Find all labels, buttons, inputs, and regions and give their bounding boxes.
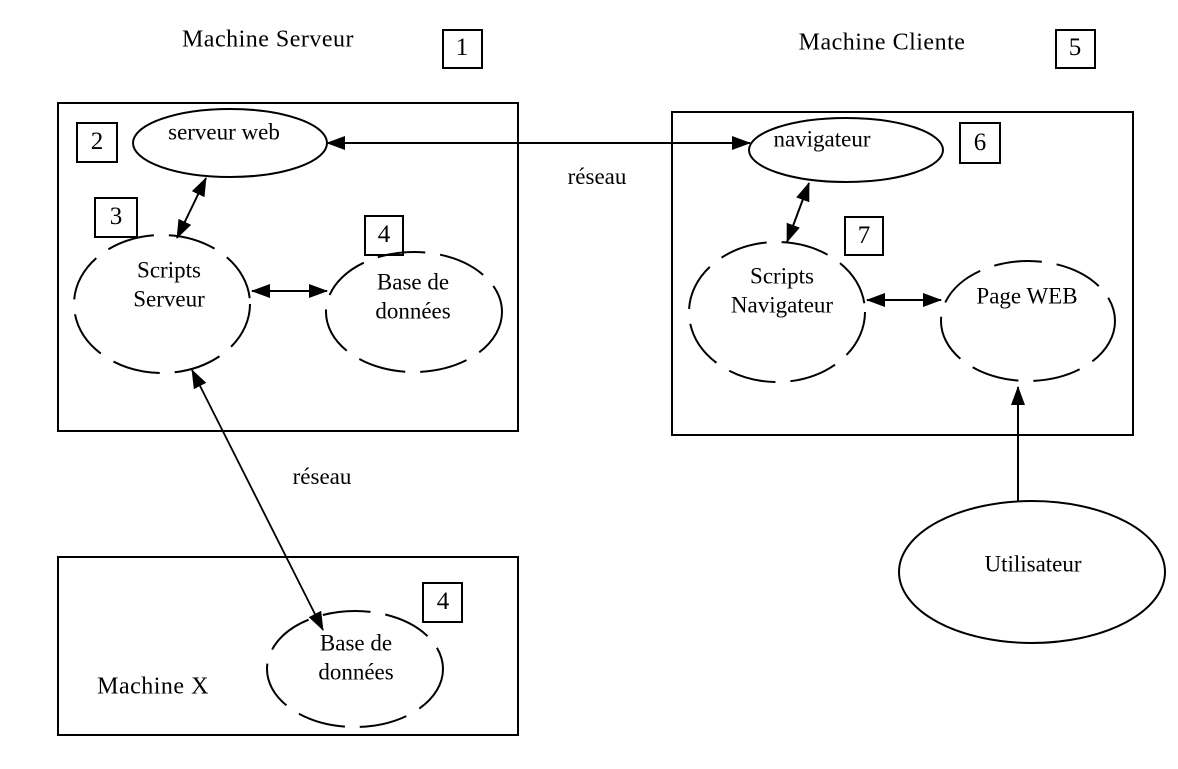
arrow-reseau-scripts-serveur-base-x	[191, 369, 324, 631]
step-box-7	[844, 216, 884, 256]
scripts-serveur-ellipse	[73, 234, 251, 374]
machine-serveur-title: Machine Serveur	[181, 26, 355, 53]
scripts-serveur-label: Scripts Serveur	[133, 257, 205, 311]
step-box-5	[1055, 29, 1096, 69]
step-box-2	[76, 122, 118, 163]
machine-serveur-box	[57, 102, 519, 432]
step-number-5: 5	[1068, 34, 1082, 61]
serveur-web-label: serveur web	[168, 119, 280, 145]
step-number-3: 3	[109, 203, 123, 230]
reseau-label-serveur-client: réseau	[567, 164, 627, 189]
scripts-navigateur-label: Scripts Navigateur	[730, 263, 834, 317]
machine-x-title: Machine X	[97, 673, 209, 700]
machine-cliente-title: Machine Cliente	[798, 29, 966, 56]
utilisateur-label: Utilisateur	[984, 551, 1082, 577]
base-de-donnees-x-ellipse	[266, 610, 444, 728]
utilisateur-ellipse	[898, 500, 1166, 644]
page-web-ellipse	[940, 260, 1116, 382]
page-web-label: Page WEB	[976, 283, 1078, 309]
navigateur-ellipse	[748, 117, 944, 183]
arrow-serveur-web-scripts-serveur	[176, 177, 207, 239]
step-number-6: 6	[973, 129, 987, 156]
base-de-donnees-serveur-label: Base de données	[375, 269, 451, 323]
step-number-4-serveur: 4	[377, 221, 391, 248]
base-de-donnees-serveur-ellipse	[325, 251, 503, 373]
base-de-donnees-x-label: Base de données	[318, 630, 394, 684]
arrow-navigateur-scripts-navigateur	[786, 182, 810, 243]
scripts-navigateur-ellipse	[688, 241, 866, 383]
step-number-4-machine-x: 4	[436, 588, 450, 615]
step-number-2: 2	[90, 128, 104, 155]
machine-cliente-box	[671, 111, 1134, 436]
step-box-3	[94, 197, 138, 238]
reseau-label-serveur-x: réseau	[292, 464, 352, 489]
step-box-1	[442, 29, 483, 69]
navigateur-label: navigateur	[773, 126, 871, 152]
step-number-7: 7	[857, 222, 871, 249]
step-box-4-machine-x	[422, 582, 463, 623]
step-box-6	[959, 122, 1001, 164]
step-number-1: 1	[455, 34, 469, 61]
